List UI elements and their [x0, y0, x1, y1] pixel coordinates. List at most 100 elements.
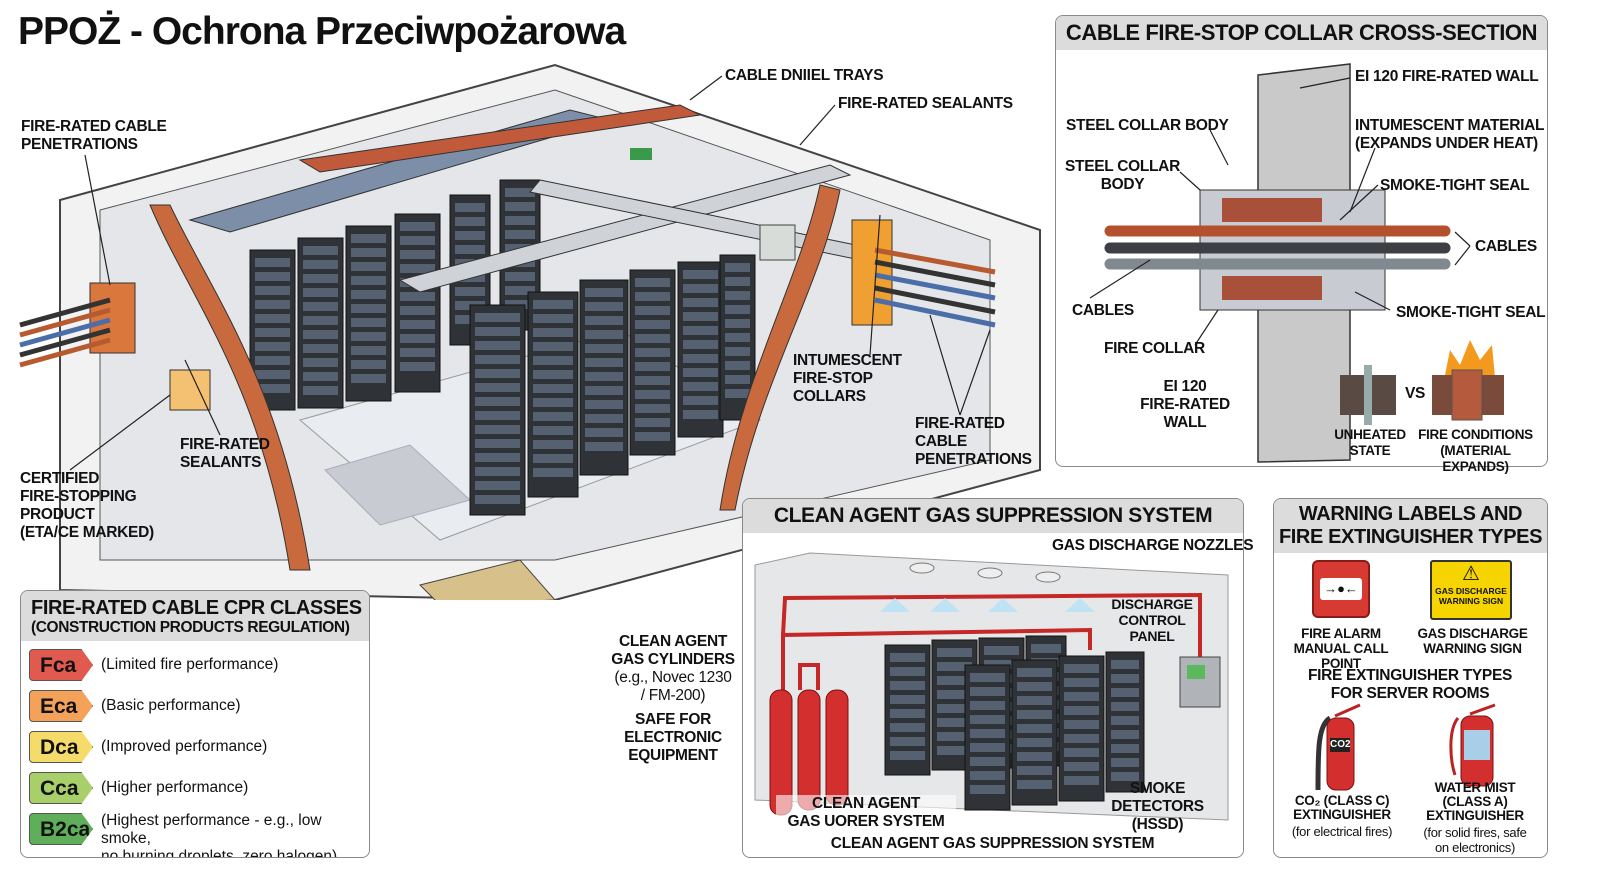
- rack-server-unit: [505, 230, 535, 239]
- rack-server-unit: [475, 495, 520, 504]
- rack-server-unit: [255, 328, 290, 337]
- label-cylinders-example: (e.g., Novec 1230 / FM-200): [614, 669, 732, 704]
- rack-server-unit: [400, 306, 435, 315]
- extinguisher-heading: FIRE EXTINGUISHER TYPES FOR SERVER ROOMS: [1307, 667, 1513, 702]
- rack-server-unit: [255, 356, 290, 365]
- rack-server-unit: [683, 326, 718, 335]
- rack-server-unit: [683, 354, 718, 363]
- gas-panel-footer: CLEAN AGENT GAS SUPPRESSION SYSTEM: [830, 835, 1155, 853]
- label-water-mist: WATER MIST (CLASS A) EXTINGUISHER: [1426, 780, 1524, 823]
- rack-server-unit: [725, 263, 750, 272]
- rack-server-unit: [505, 202, 535, 211]
- rack-server-unit: [635, 390, 670, 399]
- label-intumescent: INTUMESCENT MATERIAL (EXPANDS UNDER HEAT…: [1355, 117, 1545, 152]
- rack-server-unit: [725, 291, 750, 300]
- rack-server-unit: [255, 384, 290, 393]
- label-warning-sign: GAS DISCHARGE WARNING SIGN: [1417, 626, 1528, 656]
- label-fire-conditions: FIRE CONDITIONS (MATERIAL EXPANDS): [1418, 427, 1533, 474]
- cpr-class-description: (Highest performance - e.g., low smoke, …: [101, 812, 338, 858]
- rack-server-unit: [475, 355, 520, 364]
- warning-labels-panel: WARNING LABELS AND FIRE EXTINGUISHER TYP…: [1273, 498, 1548, 858]
- rack-server-unit: [635, 404, 670, 413]
- rack-server-unit: [255, 258, 290, 267]
- rack-server-unit: [683, 312, 718, 321]
- rack-server-unit: [255, 314, 290, 323]
- control-panel: [759, 224, 796, 261]
- floor-cutaway: [419, 559, 556, 600]
- rack-server-unit: [635, 334, 670, 343]
- rack-server-unit: [725, 305, 750, 314]
- label-co2: CO₂ (CLASS C) EXTINGUISHER: [1293, 793, 1391, 822]
- fire-stop-product: [169, 369, 211, 411]
- rack-server-unit: [635, 362, 670, 371]
- server-room-illustration: [19, 63, 1041, 600]
- rack-server-unit: [255, 286, 290, 295]
- rack-server-unit: [303, 372, 338, 381]
- rack-server-unit: [255, 370, 290, 379]
- label-nozzles: GAS DISCHARGE NOZZLES: [1052, 537, 1254, 554]
- rack-server-unit: [585, 288, 623, 297]
- rack-server-unit: [505, 272, 535, 281]
- rack-server-unit: [303, 274, 338, 283]
- label-safe: SAFE FOR ELECTRONIC EQUIPMENT: [624, 711, 722, 764]
- rack-server-unit: [585, 386, 623, 395]
- rack-server-unit: [400, 292, 435, 301]
- rack-server-unit: [533, 412, 573, 421]
- rack-server-unit: [533, 440, 573, 449]
- rack-server-unit: [255, 300, 290, 309]
- rack-server-unit: [683, 340, 718, 349]
- rack-server-unit: [683, 298, 718, 307]
- rack-server-unit: [533, 454, 573, 463]
- rack-server-unit: [400, 236, 435, 245]
- rack-server-unit: [585, 372, 623, 381]
- label-wall-top: EI 120 FIRE-RATED WALL: [1355, 68, 1539, 85]
- rack-server-unit: [400, 320, 435, 329]
- note-co2: (for electrical fires): [1291, 824, 1393, 839]
- rack-server-unit: [533, 314, 573, 323]
- label-steel-collar-1: STEEL COLLAR BODY: [1066, 117, 1229, 134]
- rack-server-unit: [303, 246, 338, 255]
- label-cables-left: CABLES: [1072, 302, 1134, 319]
- cpr-class-badge: B2ca: [29, 813, 93, 845]
- rack-server-unit: [351, 290, 386, 299]
- rack-server-unit: [683, 368, 718, 377]
- rack-server-unit: [683, 410, 718, 419]
- rack-server-unit: [683, 396, 718, 405]
- rack-server-unit: [455, 245, 485, 254]
- label-intumescent-collars: INTUMESCENT FIRE-STOP COLLARS: [793, 352, 902, 405]
- rack-server-unit: [303, 288, 338, 297]
- label-unheated: UNHEATED STATE: [1334, 427, 1406, 458]
- rack-server-unit: [400, 362, 435, 371]
- rack-server-unit: [475, 481, 520, 490]
- label-penetrations-left: FIRE-RATED CABLE PENETRATIONS: [21, 118, 167, 153]
- cpr-class-badge: Fca: [29, 649, 93, 681]
- sealant-right: [719, 184, 841, 511]
- rack-server-unit: [585, 344, 623, 353]
- high-voltage-warning-icon: ⚠: [1462, 563, 1480, 585]
- rack-server-unit: [585, 414, 623, 423]
- label-wall-bottom: EI 120 FIRE-RATED WALL: [1140, 378, 1230, 431]
- exit-sign: [630, 148, 652, 160]
- rack-server-unit: [475, 341, 520, 350]
- cables-right: [874, 247, 996, 328]
- cpr-class-description: (Basic performance): [101, 697, 241, 714]
- rack-server-unit: [475, 411, 520, 420]
- label-sealants-top: FIRE-RATED SEALANTS: [838, 95, 1013, 112]
- sealant-left: [149, 204, 311, 571]
- rack-server-unit: [255, 272, 290, 281]
- rack-server-unit: [585, 428, 623, 437]
- rack-server-unit: [351, 248, 386, 257]
- rack-server-unit: [683, 284, 718, 293]
- rack-server-unit: [475, 313, 520, 322]
- rack-server-unit: [683, 382, 718, 391]
- rack-server-unit: [635, 278, 670, 287]
- cpr-class-description: (Higher performance): [101, 779, 249, 796]
- rack-server-unit: [475, 453, 520, 462]
- rack-server-unit: [351, 262, 386, 271]
- rack-server-unit: [585, 358, 623, 367]
- rack-server-unit: [351, 346, 386, 355]
- rack-server-unit: [351, 276, 386, 285]
- rack-server-unit: [635, 418, 670, 427]
- cpr-class-badge: Eca: [29, 690, 93, 722]
- label-sealants-left: FIRE-RATED SEALANTS: [180, 436, 270, 471]
